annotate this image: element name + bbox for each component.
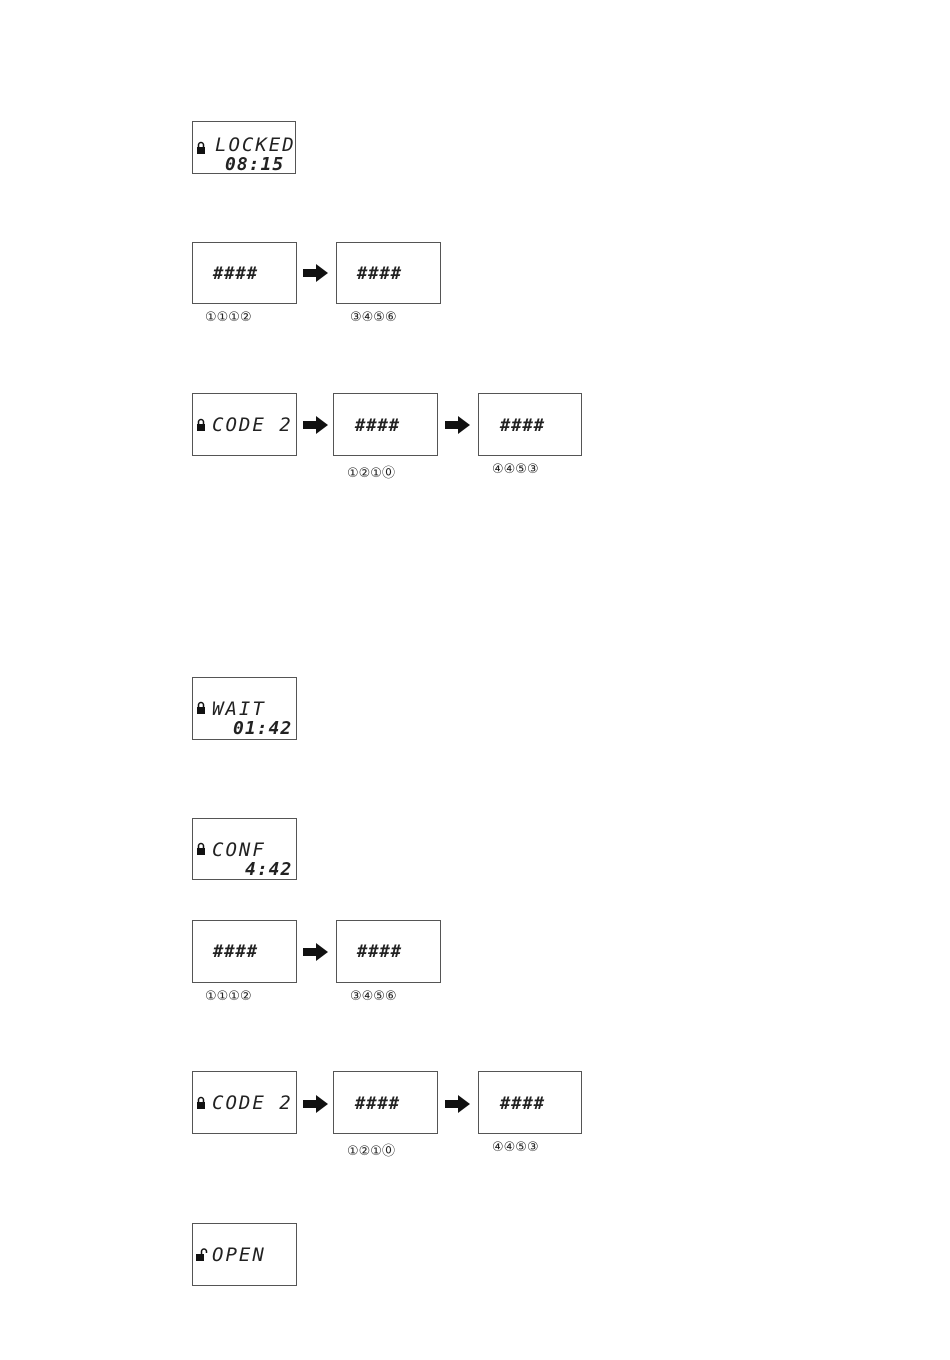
- padlock-open-icon: [196, 1248, 208, 1262]
- right-arrow-icon: [303, 264, 329, 282]
- lcd-code-mask: ####: [355, 1096, 400, 1113]
- lcd-screen-wait: WAIT 01:42: [192, 677, 297, 740]
- digit-sequence-label: ③④⑤⑥: [350, 989, 397, 1004]
- lcd-time-text: 08:15: [225, 156, 284, 174]
- lcd-screen-code-entry: ####: [336, 920, 441, 983]
- lcd-screen-code-entry: ####: [478, 393, 582, 456]
- digit-sequence-label: ①①①②: [205, 310, 252, 325]
- digit-sequence-label: ④④⑤③: [492, 462, 539, 477]
- lcd-status-text: CODE 2: [212, 1094, 293, 1113]
- lcd-screen-code-entry: ####: [336, 242, 441, 304]
- right-arrow-icon: [303, 416, 329, 434]
- lcd-code-mask: ####: [500, 1096, 545, 1113]
- lcd-code-mask: ####: [357, 944, 402, 961]
- lcd-screen-code-entry: ####: [333, 393, 438, 456]
- padlock-closed-icon: [196, 1096, 206, 1110]
- right-arrow-icon: [303, 943, 329, 961]
- lcd-status-text: WAIT: [212, 700, 266, 719]
- digit-sequence-label: ①②①⓪: [347, 462, 395, 481]
- lcd-status-text: CODE 2: [212, 416, 293, 435]
- lcd-code-mask: ####: [355, 418, 400, 435]
- lcd-screen-open: OPEN: [192, 1223, 297, 1286]
- lcd-screen-code-entry: ####: [192, 242, 297, 304]
- lcd-screen-code-entry: ####: [192, 920, 297, 983]
- digit-sequence-label: ①①①②: [205, 989, 252, 1004]
- lcd-code-mask: ####: [213, 266, 258, 283]
- padlock-closed-icon: [196, 701, 206, 715]
- lcd-time-text: 01:42: [233, 720, 292, 738]
- digit-sequence-label: ③④⑤⑥: [350, 310, 397, 325]
- padlock-closed-icon: [196, 418, 206, 432]
- lcd-screen-code-entry: ####: [478, 1071, 582, 1134]
- lcd-screen-code2: CODE 2: [192, 1071, 297, 1134]
- lcd-status-text: OPEN: [212, 1246, 266, 1265]
- padlock-closed-icon: [196, 842, 206, 856]
- padlock-closed-icon: [196, 141, 206, 155]
- lcd-time-text: 4:42: [245, 861, 292, 879]
- digit-sequence-label: ①②①⓪: [347, 1140, 395, 1159]
- digit-sequence-label: ④④⑤③: [492, 1140, 539, 1155]
- lcd-status-text: LOCKED: [215, 136, 296, 155]
- lcd-code-mask: ####: [500, 418, 545, 435]
- lcd-status-text: CONF: [212, 841, 266, 860]
- lcd-code-mask: ####: [357, 266, 402, 283]
- right-arrow-icon: [303, 1095, 329, 1113]
- lcd-code-mask: ####: [213, 944, 258, 961]
- lcd-screen-locked: LOCKED 08:15: [192, 121, 296, 174]
- right-arrow-icon: [445, 1095, 471, 1113]
- right-arrow-icon: [445, 416, 471, 434]
- lcd-screen-code2: CODE 2: [192, 393, 297, 456]
- lcd-screen-code-entry: ####: [333, 1071, 438, 1134]
- lcd-screen-conf: CONF 4:42: [192, 818, 297, 880]
